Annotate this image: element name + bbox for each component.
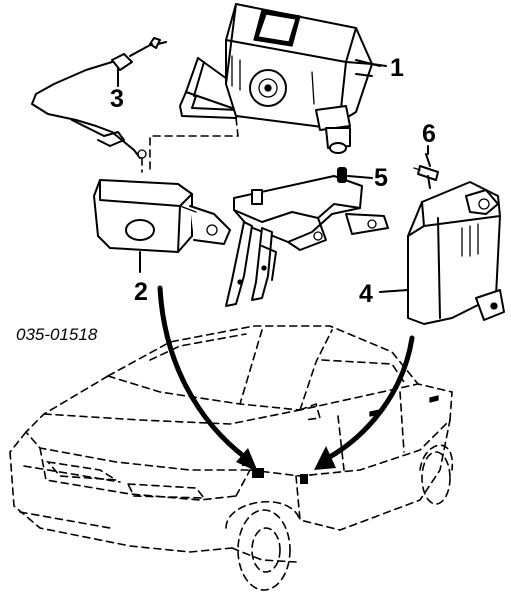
part-3-cable bbox=[31, 37, 167, 173]
callout-4: 4 bbox=[359, 280, 373, 308]
part-4-control-module bbox=[407, 181, 505, 325]
part-2-sensor-bracket bbox=[93, 179, 231, 253]
mounting-bracket bbox=[225, 175, 389, 307]
callout-5: 5 bbox=[374, 164, 388, 192]
leader-line-5 bbox=[347, 175, 373, 179]
reference-code: 035-01518 bbox=[16, 325, 98, 344]
part-6-bolt bbox=[413, 153, 439, 189]
callout-3: 3 bbox=[110, 85, 124, 113]
leader-line-1 bbox=[371, 63, 387, 67]
car-outline bbox=[9, 325, 453, 591]
install-location-part-4 bbox=[300, 474, 308, 484]
callout-6: 6 bbox=[422, 120, 436, 148]
callout-1: 1 bbox=[390, 54, 404, 82]
install-location-part-2 bbox=[242, 458, 252, 466]
arrow-part-2-to-car bbox=[157, 285, 258, 472]
leader-line-4 bbox=[379, 289, 409, 293]
part-1-actuator-unit bbox=[179, 3, 381, 154]
callout-2: 2 bbox=[134, 278, 148, 306]
install-location-part-2b bbox=[252, 468, 264, 478]
part-5-grommet bbox=[337, 167, 347, 183]
arrow-part-4-to-car bbox=[314, 335, 415, 470]
